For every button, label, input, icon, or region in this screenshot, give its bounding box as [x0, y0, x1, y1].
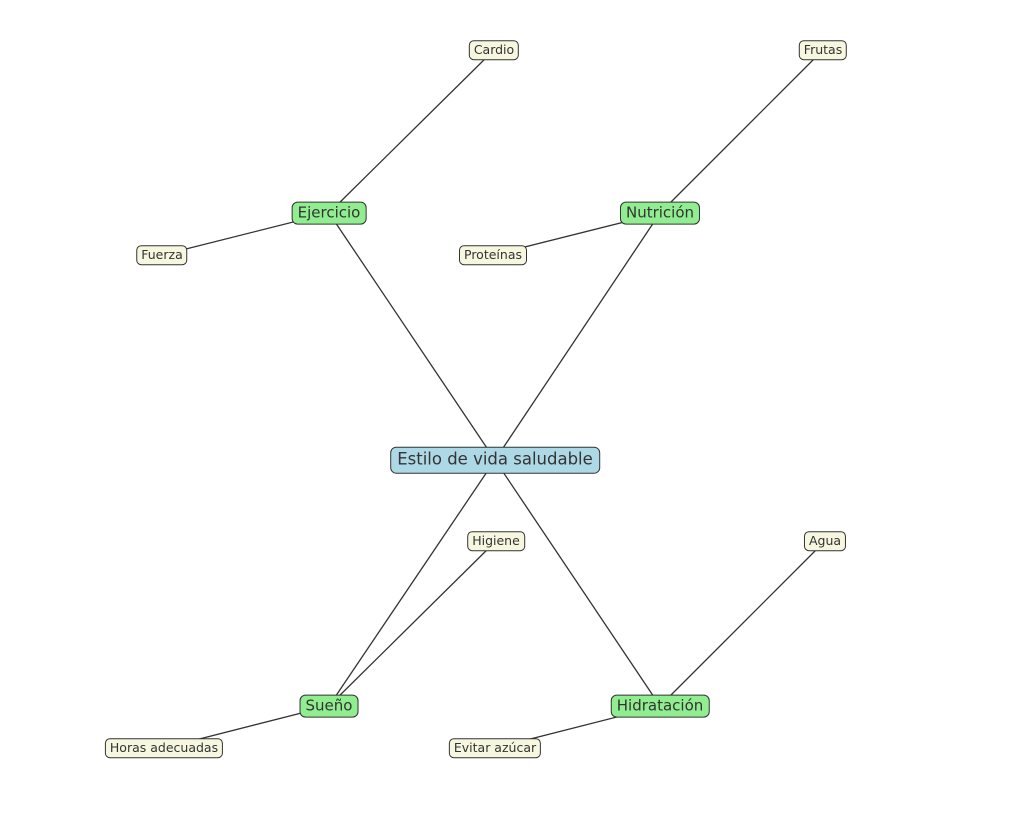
- edge-center-sueno: [328, 459, 496, 707]
- edge-center-ejercicio: [328, 212, 496, 461]
- edge-ejercicio-cardio: [328, 49, 495, 214]
- node-sueno: Sueño: [299, 694, 359, 718]
- node-cardio: Cardio: [468, 40, 520, 60]
- edge-nutricion-frutas: [659, 49, 824, 214]
- node-evitar-azucar: Evitar azúcar: [448, 738, 542, 758]
- edge-center-nutricion: [494, 212, 661, 461]
- node-horas-adecuadas: Horas adecuadas: [104, 738, 224, 758]
- edge-sueno-higiene: [328, 540, 497, 707]
- node-frutas: Frutas: [798, 40, 848, 60]
- node-hidratacion: Hidratación: [610, 694, 710, 718]
- node-proteinas: Proteínas: [459, 245, 527, 265]
- node-agua: Agua: [803, 531, 847, 551]
- edge-center-hidratacion: [494, 459, 661, 707]
- node-nutricion: Nutrición: [619, 201, 701, 225]
- node-ejercicio: Ejercicio: [291, 201, 367, 225]
- edge-hidratacion-agua: [659, 540, 826, 707]
- node-center: Estilo de vida saludable: [390, 446, 600, 474]
- node-fuerza: Fuerza: [136, 245, 188, 265]
- node-higiene: Higiene: [467, 531, 525, 551]
